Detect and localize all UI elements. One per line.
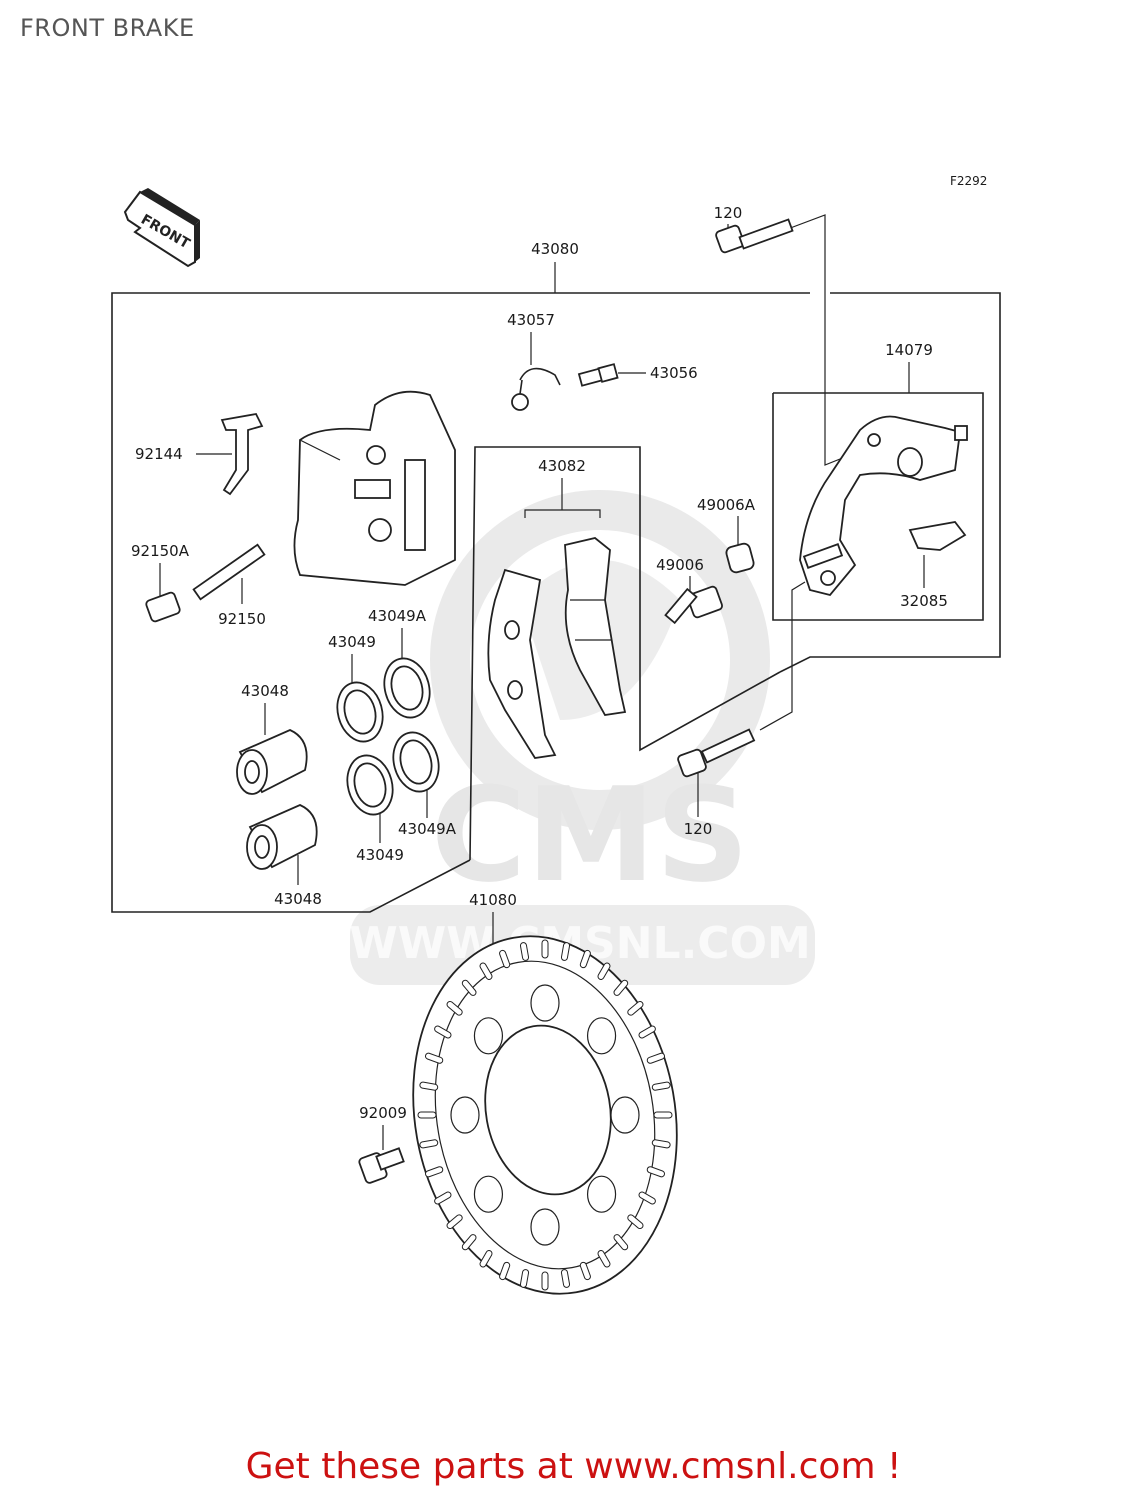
part-label-43056: 43056 [650,364,698,382]
part-label-43049A-top: 43049A [368,607,427,625]
disc-slot [446,1214,463,1230]
disc-slot [653,1111,673,1119]
caliper-bracket-14079-icon [799,415,968,597]
disc-cutout [586,1175,617,1213]
disc-cutout [450,1096,480,1134]
disc-cutout [586,1017,617,1055]
disc-slot [461,979,477,996]
disc-slot [461,1234,477,1251]
disc-slot [417,1111,437,1119]
caliper-assembly-outline [111,292,1001,913]
disc-slot [434,1191,452,1205]
pad-retainer-32085-icon [908,521,967,551]
disc-slot [519,1269,530,1288]
slide-pin-49006-icon [664,585,723,625]
footer-promo-text: Get these parts at www.cmsnl.com ! [245,1446,902,1487]
part-label-49006: 49006 [656,556,704,574]
disc-slot [651,1081,671,1091]
caliper-body-icon [293,390,456,586]
disc-cutout [473,1017,504,1055]
disc-slot [424,1166,444,1178]
page-title: FRONT BRAKE [20,14,195,42]
part-label-92150A: 92150A [131,542,190,560]
watermark-brand: CMS [431,759,749,911]
disc-slot [597,962,611,980]
disc-slot [638,1191,656,1205]
part-label-92150: 92150 [218,610,266,628]
part-label-92009: 92009 [359,1104,407,1122]
disc-slot [424,1052,444,1064]
disc-slot [613,979,629,996]
pad-pin-92150-icon [192,543,266,601]
front-direction-arrow-icon: FRONT [123,188,200,268]
disc-slot [519,942,530,961]
disc-slot [446,1000,463,1016]
disc-slot [419,1081,439,1091]
disc-slot [560,1269,571,1288]
part-label-43049A-bottom: 43049A [398,820,457,838]
part-label-41080: 41080 [469,891,517,909]
part-label-43048-bottom: 43048 [274,890,322,908]
disc-slot [627,1000,644,1016]
part-label-43048-top: 43048 [241,682,289,700]
part-label-92144: 92144 [135,445,183,463]
part-label-120-bottom: 120 [684,820,713,838]
disc-slot [434,1025,452,1039]
banjo-fitting-43057-icon [511,367,561,411]
leader-120-top [784,214,851,466]
part-label-32085: 32085 [900,592,948,610]
part-label-14079: 14079 [885,341,933,359]
slide-boot-49006A-icon [725,542,755,574]
disc-cutout [530,984,560,1022]
figure-code: F2292 [950,174,987,188]
disc-slot [560,942,571,961]
disc-slot [499,1261,511,1281]
disc-slot [627,1214,644,1230]
disc-slot [479,1250,493,1268]
bleeder-valve-43056-icon [577,363,619,387]
pin-plug-92150A-icon [145,591,181,623]
bolt-120-bottom-icon [677,728,756,778]
disc-slot [579,949,591,969]
part-label-120-top: 120 [714,204,743,222]
disc-cutout [473,1175,504,1213]
part-label-43082: 43082 [538,457,586,475]
bracket-set-outline [772,392,984,621]
disc-cutout [610,1096,640,1134]
part-label-49006A: 49006A [697,496,756,514]
bolt-120-top-icon [715,218,794,254]
brake-pads-43082-icon [487,537,627,759]
disc-bolt-92009-icon [358,1147,405,1184]
disc-slot [419,1139,439,1149]
part-label-43049-bottom: 43049 [356,846,404,864]
disc-slot [597,1250,611,1268]
disc-slot [499,949,511,969]
disc-slot [541,1271,549,1291]
disc-slot [638,1025,656,1039]
disc-slot [479,962,493,980]
disc-slot [579,1261,591,1281]
brake-disc-41080-icon [412,935,678,1295]
piston-seals-icon [336,657,440,816]
disc-slot [651,1139,671,1149]
leader-120-bottom [759,581,806,731]
disc-slot [646,1052,666,1064]
disc-slot [541,939,549,959]
pad-set-outline [469,446,781,861]
disc-slot [646,1166,666,1178]
part-label-43057: 43057 [507,311,555,329]
part-label-43049-top: 43049 [328,633,376,651]
part-label-43080: 43080 [531,240,579,258]
pad-spring-92144-icon [220,412,264,496]
disc-slot [613,1234,629,1251]
disc-cutout [530,1208,560,1246]
pistons-43048-icon [236,729,318,870]
